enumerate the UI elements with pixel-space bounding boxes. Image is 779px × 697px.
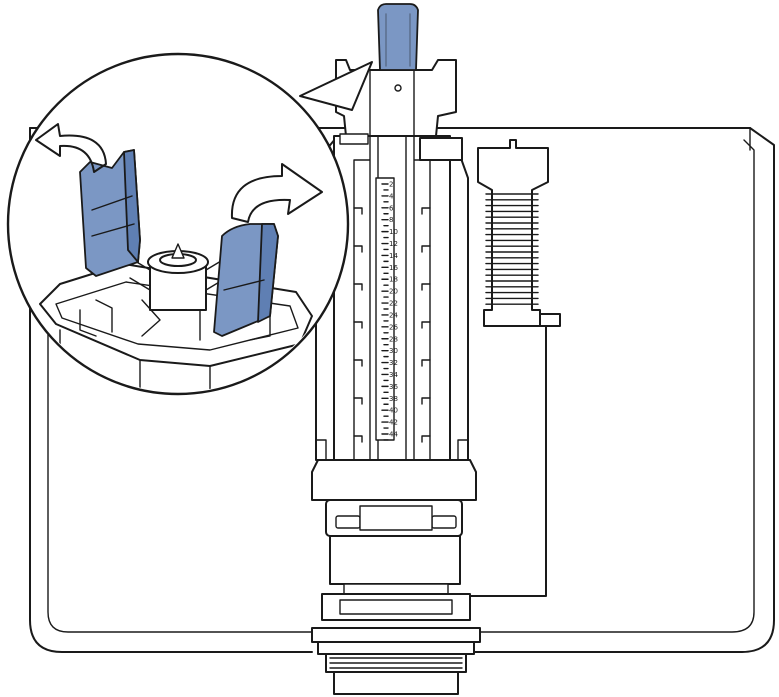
scale-label: 6 (389, 204, 394, 212)
magnified-detail (6, 52, 350, 396)
curved-arrow-left-icon (35, 123, 107, 173)
scale-label: 34 (389, 371, 398, 379)
height-scale (375, 177, 395, 441)
scale-label: 38 (389, 395, 398, 403)
scale-label: 30 (389, 347, 398, 355)
shroud-notch (353, 321, 363, 329)
scale-label: 12 (389, 240, 398, 248)
scale-label: 18 (389, 276, 398, 284)
scale-label: 36 (389, 383, 398, 391)
shroud-notch (353, 397, 363, 405)
shroud-notch (353, 435, 363, 443)
top-cap (335, 59, 463, 161)
shroud-notch (421, 359, 431, 367)
scale-label: 22 (389, 300, 398, 308)
scale-label: 44 (389, 431, 398, 439)
scale-label: 40 (389, 407, 398, 415)
curved-arrow-right-icon (230, 163, 323, 223)
scale-label: 16 (389, 264, 398, 272)
shroud-notch (421, 321, 431, 329)
scale-label: 24 (389, 311, 398, 319)
scale-label: 20 (389, 288, 398, 296)
shroud-notch (421, 397, 431, 405)
overflow-bellows (469, 139, 561, 597)
shroud-notch (421, 435, 431, 443)
scale-label: 4 (389, 192, 394, 200)
shroud-notch (353, 245, 363, 253)
scale-label: 42 (389, 419, 398, 427)
callout-pointer (299, 61, 373, 111)
blue-push-button[interactable] (377, 3, 419, 71)
scale-label: 14 (389, 252, 398, 260)
scale-label: 26 (389, 323, 398, 331)
shroud-notch (353, 207, 363, 215)
shroud-notch (421, 207, 431, 215)
shroud-notch (353, 359, 363, 367)
scale-label: 32 (389, 359, 398, 367)
scale-label: 28 (389, 335, 398, 343)
shroud-notch (353, 283, 363, 291)
scale-label: 10 (389, 228, 398, 236)
scale-label: 8 (389, 216, 393, 224)
scale-label: 2 (389, 181, 393, 189)
shroud-notch (421, 283, 431, 291)
shroud-notch (421, 245, 431, 253)
